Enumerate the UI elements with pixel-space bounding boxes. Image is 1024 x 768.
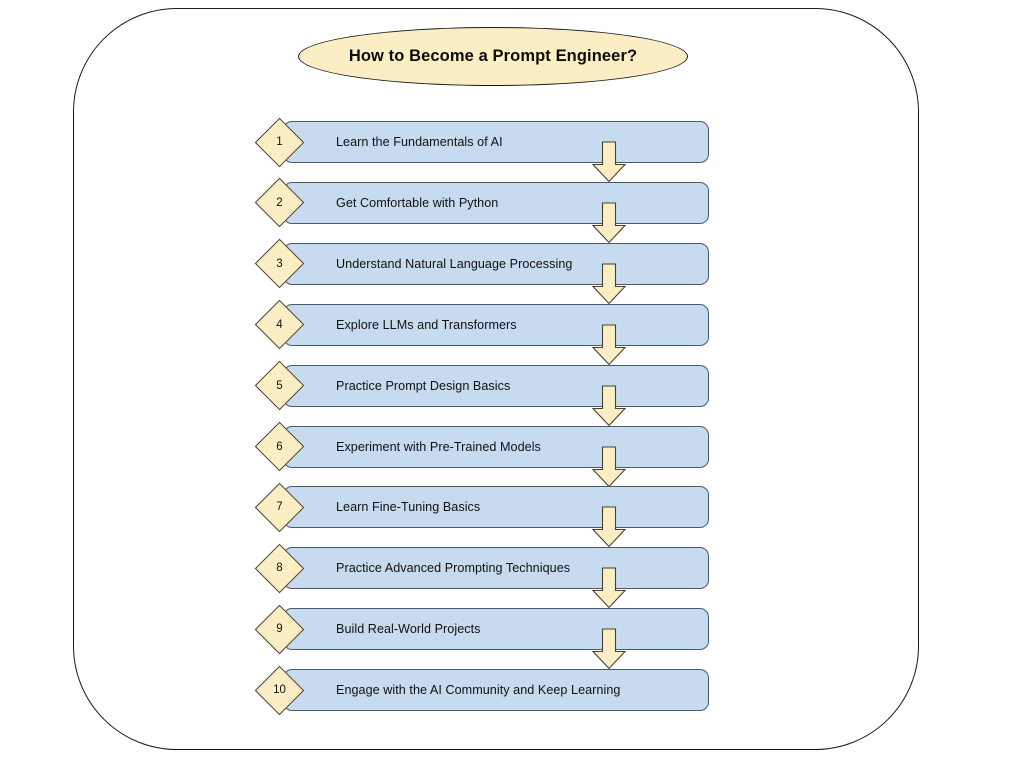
diagram-outer-frame [73, 8, 919, 750]
step-label: Practice Prompt Design Basics [336, 378, 511, 393]
page-title: How to Become a Prompt Engineer? [348, 46, 638, 65]
step-bar[interactable] [283, 547, 709, 590]
step-number-label: 8 [276, 562, 283, 575]
step-number-label: 3 [276, 257, 283, 270]
step-number-label: 9 [276, 623, 283, 636]
step-row[interactable]: 10 Engage with the AI Community and Keep … [254, 665, 709, 715]
step-bar[interactable] [283, 669, 709, 712]
step-number-label: 2 [276, 196, 283, 209]
step-number-label: 4 [276, 318, 283, 331]
step-bar[interactable] [283, 303, 709, 346]
step-bar[interactable] [283, 364, 709, 407]
step-bar[interactable] [283, 425, 709, 468]
step-label: Build Real-World Projects [336, 622, 481, 637]
step-label: Learn the Fundamentals of AI [336, 135, 503, 149]
step-bar[interactable] [283, 486, 709, 529]
step-label: Engage with the AI Community and Keep Le… [336, 683, 621, 698]
step-number-label: 10 [273, 684, 286, 697]
step-label: Practice Advanced Prompting Techniques [336, 561, 571, 576]
step-bar[interactable] [283, 121, 709, 163]
step-number-label: 6 [276, 440, 283, 453]
step-bar[interactable] [283, 181, 709, 224]
step-number-label: 7 [276, 501, 283, 514]
step-label: Learn Fine-Tuning Basics [336, 500, 481, 515]
step-row[interactable]: 5 Practice Prompt Design Basics [254, 360, 709, 426]
step-row[interactable]: 8 Practice Advanced Prompting Techniques [254, 543, 709, 609]
step-row[interactable]: 2 Get Comfortable with Python [254, 178, 709, 244]
step-row[interactable]: 4 Explore LLMs and Transformers [254, 299, 709, 365]
step-row[interactable]: 6 Experiment with Pre-Trained Models [254, 421, 709, 487]
step-row[interactable]: 7 Learn Fine-Tuning Basics [254, 482, 709, 548]
step-row[interactable]: 3 Understand Natural Language Processing [254, 239, 709, 305]
step-label: Explore LLMs and Transformers [336, 317, 517, 332]
step-bar[interactable] [283, 608, 709, 651]
step-label: Experiment with Pre-Trained Models [336, 439, 541, 454]
step-number-label: 5 [276, 379, 283, 392]
step-row[interactable]: 1 Learn the Fundamentals of AI [254, 117, 709, 183]
step-label: Get Comfortable with Python [336, 195, 499, 210]
step-label: Understand Natural Language Processing [336, 256, 573, 271]
step-number-label: 1 [276, 136, 283, 148]
step-row[interactable]: 9 Build Real-World Projects [254, 604, 709, 670]
diagram-title-shape: How to Become a Prompt Engineer? [298, 27, 688, 86]
step-bar[interactable] [283, 242, 709, 285]
